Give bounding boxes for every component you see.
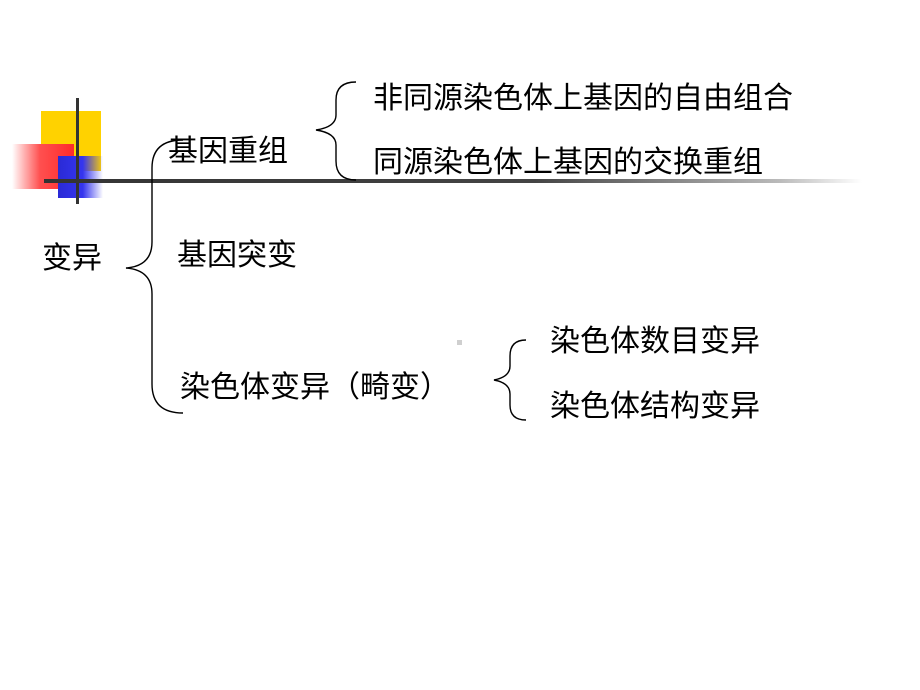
leaf-label-structure-variation: 染色体结构变异: [550, 389, 760, 424]
leaf-label-number-variation: 染色体数目变异: [550, 324, 760, 359]
chromosome-brace: [493, 339, 527, 421]
leaf-label-crossover: 同源染色体上基因的交换重组: [373, 145, 763, 180]
branch-label-chromosome-variation: 染色体变异（畸变）: [180, 370, 450, 405]
decorative-horizontal-line: [44, 179, 862, 183]
decorative-blue-square: [58, 156, 103, 198]
decorative-vertical-line: [76, 98, 79, 204]
decorative-dot: [457, 340, 462, 345]
recombination-brace: [315, 81, 357, 181]
branch-label-mutation: 基因突变: [177, 238, 297, 273]
main-brace: [125, 139, 184, 414]
branch-label-recombination: 基因重组: [168, 134, 288, 169]
root-label-variation: 变异: [42, 241, 102, 276]
leaf-label-free-combination: 非同源染色体上基因的自由组合: [373, 81, 793, 116]
